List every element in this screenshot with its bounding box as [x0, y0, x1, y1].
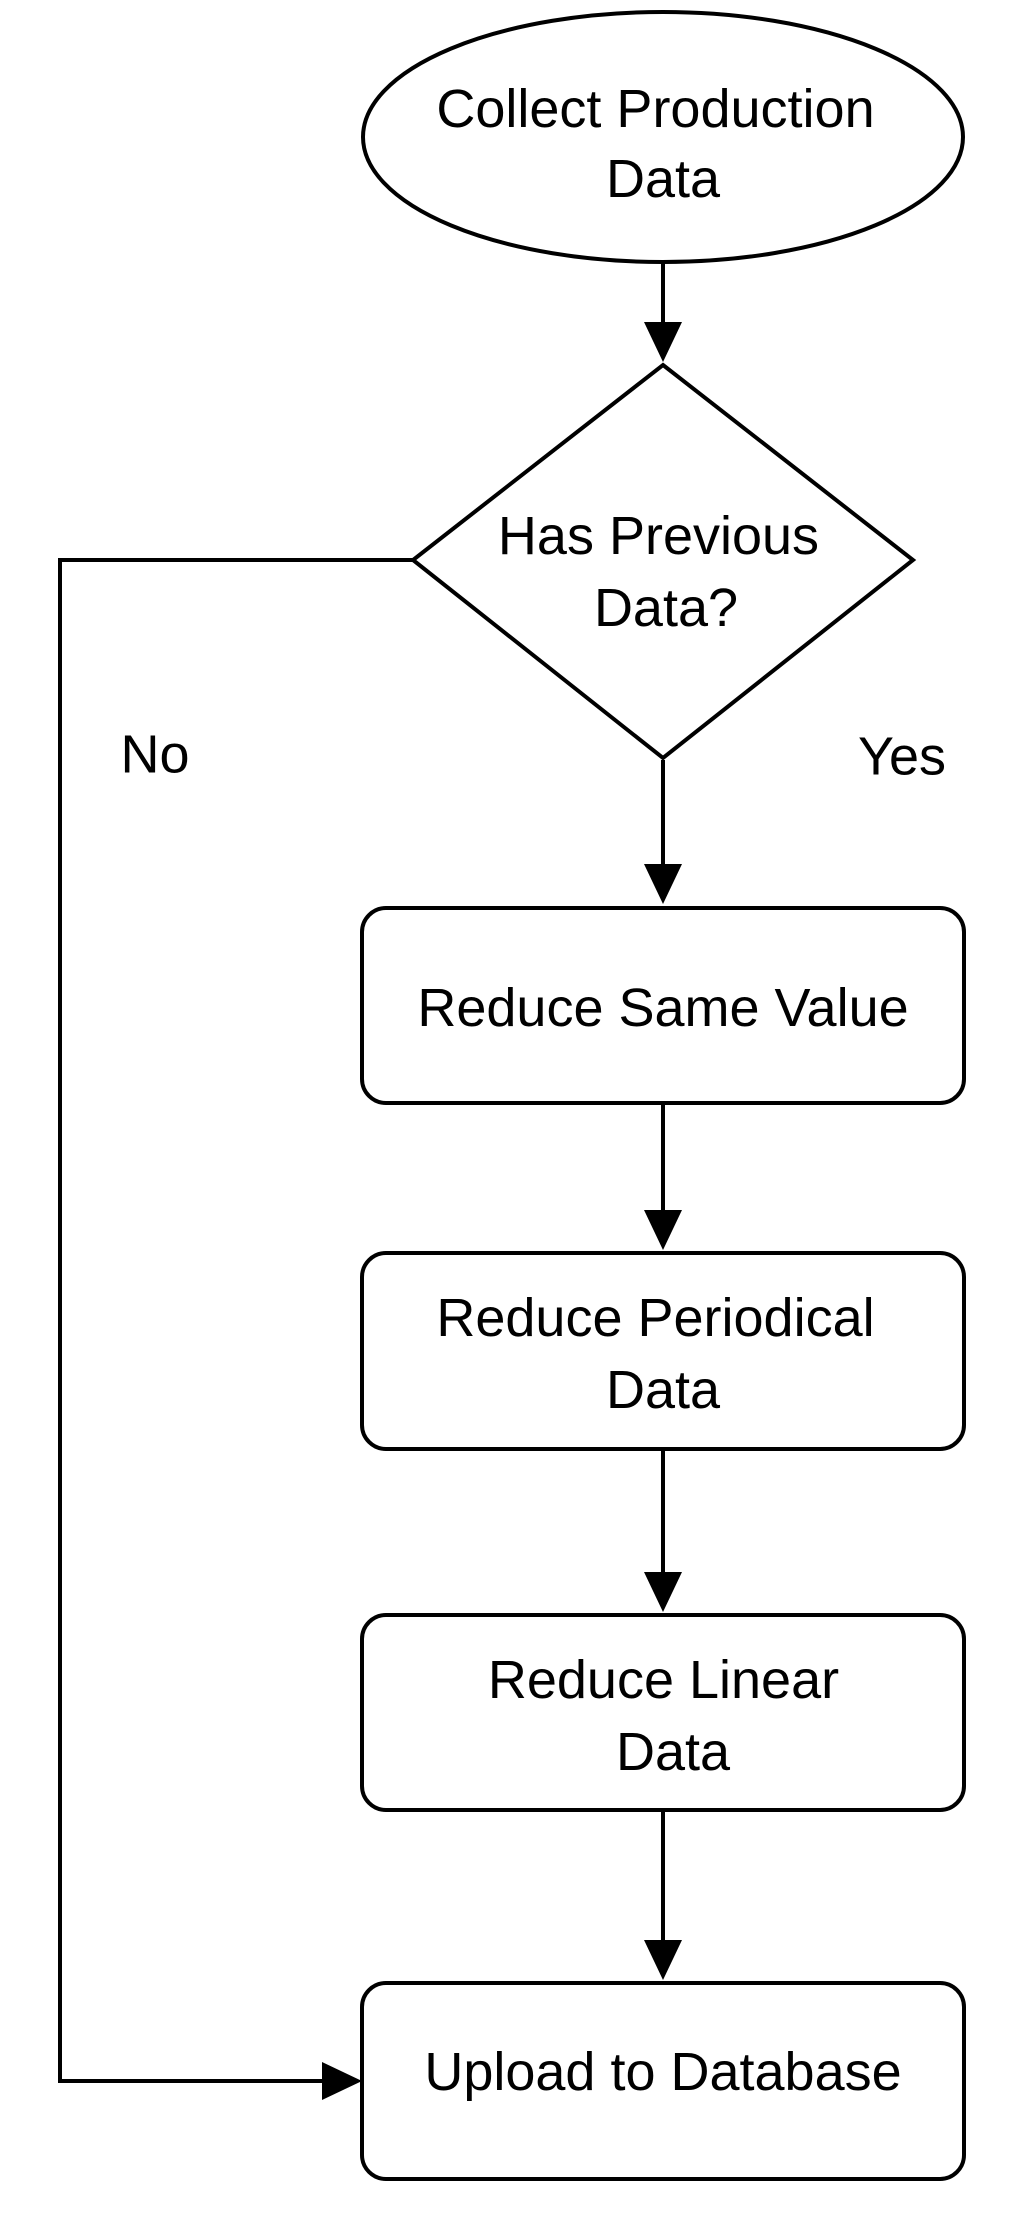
node-label: Upload to Database [424, 2042, 901, 2102]
edge-decision-no [58, 558, 413, 2083]
node-label-line-1: Reduce Linear [488, 1650, 839, 1710]
arrowhead-linear-to-upload [644, 1940, 682, 1980]
node-has-previous-data: Has Previous Data? [409, 362, 917, 761]
node-reduce-same-value: Reduce Same Value [360, 906, 966, 1105]
node-label-line-1: Has Previous [498, 506, 819, 566]
arrowhead-same-to-periodical [644, 1210, 682, 1250]
node-label: Reduce Linear Data [488, 1650, 854, 1782]
node-shape-rect [360, 906, 966, 1105]
node-label-line-2: Data? [594, 578, 738, 638]
node-shape-rect [360, 1613, 966, 1812]
node-label-line-1: Collect Production [436, 79, 874, 139]
node-shape-rect [360, 1251, 966, 1451]
node-label-line-1: Reduce Same Value [417, 978, 908, 1038]
edges [58, 263, 682, 2100]
arrowhead-decision-no [322, 2062, 362, 2100]
node-label: Collect Production Data [436, 79, 889, 209]
arrowhead-decision-yes [644, 864, 682, 904]
node-shape-rect [360, 1981, 966, 2181]
node-shape-ellipse [361, 10, 965, 264]
node-label: Has Previous Data? [498, 506, 834, 638]
node-label-line-2: Data [606, 149, 721, 209]
edge-label-no: No [120, 724, 189, 784]
node-shape-diamond [409, 362, 917, 761]
node-reduce-periodical-data: Reduce Periodical Data [360, 1251, 966, 1451]
node-upload-to-database: Upload to Database [360, 1981, 966, 2181]
node-label: Reduce Periodical Data [436, 1288, 889, 1420]
node-label-line-1: Reduce Periodical [436, 1288, 874, 1348]
node-label-line-2: Data [606, 1360, 721, 1420]
node-label-line-2: Data [616, 1722, 731, 1782]
arrowhead-periodical-to-linear [644, 1572, 682, 1612]
node-reduce-linear-data: Reduce Linear Data [360, 1613, 966, 1812]
arrowhead-collect-to-decision [644, 322, 682, 362]
edge-label-yes: Yes [858, 726, 946, 786]
node-label-line-1: Upload to Database [424, 2042, 901, 2102]
node-collect-production-data: Collect Production Data [361, 10, 965, 264]
node-label: Reduce Same Value [417, 978, 908, 1038]
